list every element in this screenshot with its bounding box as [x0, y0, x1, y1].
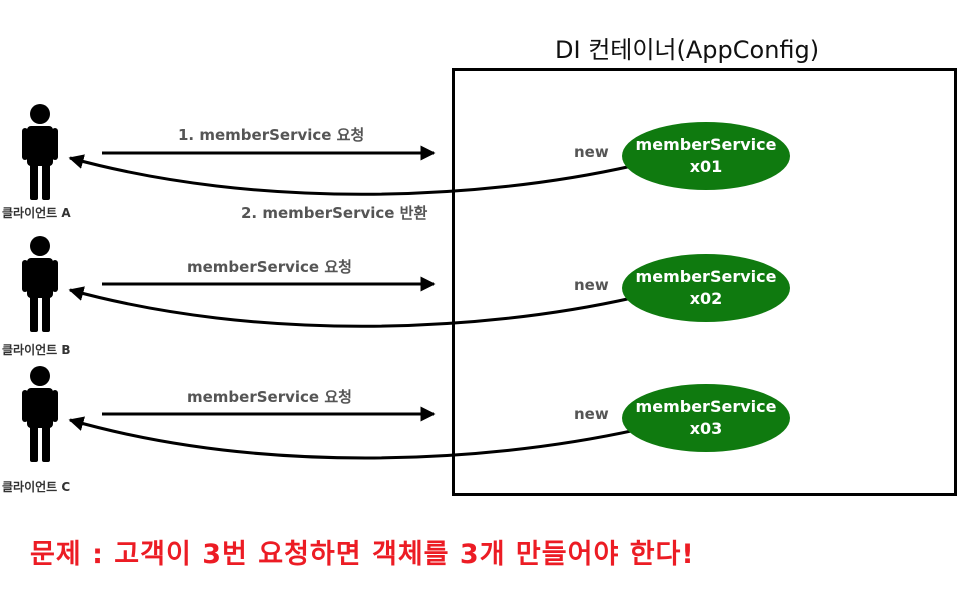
new-label: new	[574, 405, 609, 423]
bean-id: x03	[689, 419, 723, 438]
person-icon	[22, 104, 58, 200]
response-arrow	[68, 154, 633, 196]
problem-statement: 문제 : 고객이 3번 요청하면 객체를 3개 만들어야 한다!	[30, 539, 695, 570]
request-label-a: 1. memberService 요청	[178, 126, 365, 144]
di-container-box	[452, 68, 957, 496]
new-label: new	[574, 143, 609, 161]
request-label-c: memberService 요청	[187, 388, 352, 406]
bean-name: memberService	[635, 135, 777, 154]
response-arrow	[68, 286, 633, 328]
client-label-a: 클라이언트 A	[2, 206, 71, 220]
person-icon	[22, 366, 58, 462]
bean-id: x02	[689, 289, 723, 308]
bean-ellipse-x02: memberService x02	[622, 254, 790, 322]
client-label-b: 클라이언트 B	[2, 343, 71, 357]
new-label: new	[574, 276, 609, 294]
request-label-b: memberService 요청	[187, 258, 352, 276]
container-title: DI 컨테이너(AppConfig)	[555, 36, 820, 64]
client-label-c: 클라이언트 C	[2, 480, 71, 494]
person-icon	[22, 236, 58, 332]
bean-name: memberService	[635, 397, 777, 416]
bean-ellipse-x01: memberService x01	[622, 122, 790, 190]
bean-ellipse-x03: memberService x03	[622, 384, 790, 452]
response-label-a: 2. memberService 반환	[241, 204, 428, 222]
bean-name: memberService	[635, 267, 777, 286]
response-arrow	[68, 416, 637, 460]
bean-id: x01	[689, 157, 723, 176]
